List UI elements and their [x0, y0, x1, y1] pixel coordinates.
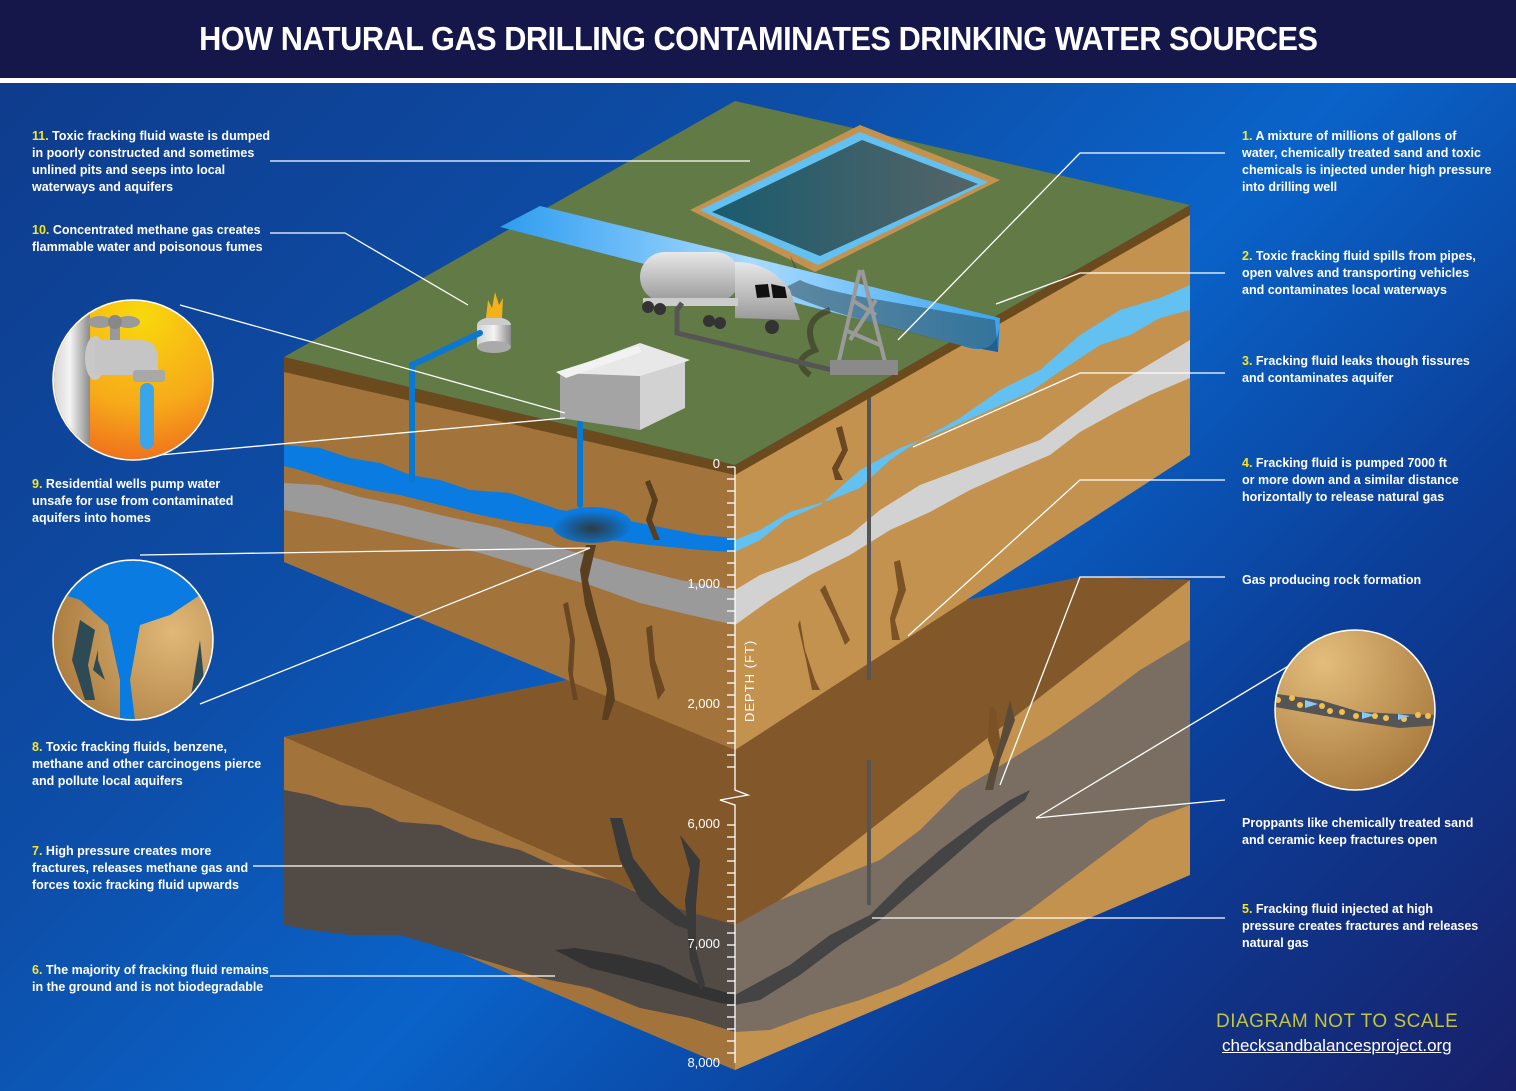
depth-axis: [719, 466, 751, 1063]
aquifer-fissure-inset: [52, 559, 214, 721]
faucet-inset: [52, 299, 214, 461]
lower-block: [284, 577, 1190, 1070]
fracture-network: [555, 948, 735, 1005]
proppant-inset: [1274, 629, 1436, 791]
surface-features: [409, 125, 1000, 508]
depth-tick-6000: 6,000: [687, 816, 720, 831]
crack: [580, 545, 615, 720]
depth-tick-8000: 8,000: [687, 1055, 720, 1070]
contaminated-aquifer-plume: [552, 507, 632, 543]
depth-tick-0: 0: [712, 456, 720, 471]
leader-lines: [139, 152, 1291, 977]
depth-axis-title: DEPTH (FT): [742, 639, 757, 722]
title-banner: HOW NATURAL GAS DRILLING CONTAMINATES DR…: [0, 0, 1516, 83]
callout-proppants: Proppants like chemically treated sand a…: [1242, 816, 1474, 847]
gas-flare-icon: [477, 292, 511, 353]
callout-gas-rock: Gas producing rock formation: [1242, 573, 1422, 587]
callout-10: 10. Concentrated methane gas creates fla…: [32, 223, 263, 254]
callout-4: 4. Fracking fluid is pumped 7000 ft or m…: [1242, 456, 1459, 504]
tanker-truck-icon: [640, 252, 833, 373]
callout-7: 7. High pressure creates more fractures,…: [32, 844, 249, 892]
depth-tick-1000: 1,000: [687, 576, 720, 591]
callout-1: 1. A mixture of millions of gallons of w…: [1242, 129, 1492, 194]
residential-well-pipe: [409, 330, 483, 483]
scale-disclaimer: DIAGRAM NOT TO SCALE: [1216, 1011, 1459, 1032]
callout-9: 9. Residential wells pump water unsafe f…: [32, 477, 234, 525]
callout-11: 11. Toxic fracking fluid waste is dumped…: [32, 129, 271, 194]
callout-5: 5. Fracking fluid injected at high press…: [1242, 902, 1479, 950]
aquifer-right: [735, 285, 1190, 552]
rock-layer-right: [735, 340, 1190, 625]
drilling-rig-icon: [830, 269, 898, 375]
callout-2: 2. Toxic fracking fluid spills from pipe…: [1242, 249, 1476, 297]
depth-tick-7000: 7,000: [687, 936, 720, 951]
callout-3: 3. Fracking fluid leaks though fissures …: [1242, 354, 1470, 385]
callout-6: 6. The majority of fracking fluid remain…: [32, 963, 269, 994]
diagram-illustration: [52, 101, 1436, 1070]
callout-8: 8. Toxic fracking fluids, benzene, metha…: [32, 740, 262, 788]
rock-layer-left: [284, 483, 735, 625]
page-title: HOW NATURAL GAS DRILLING CONTAMINATES DR…: [198, 20, 1318, 57]
source-link[interactable]: checksandbalancesproject.org: [1222, 1036, 1452, 1055]
house-icon: [556, 343, 690, 430]
depth-tick-2000: 2,000: [687, 696, 720, 711]
